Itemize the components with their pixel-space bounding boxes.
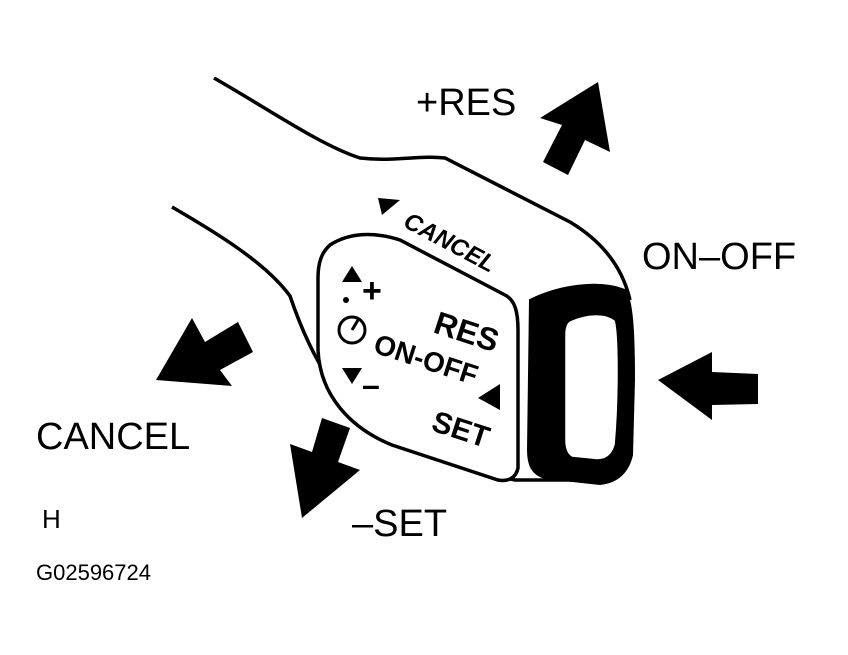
- cancel-triangle-icon: [378, 198, 400, 215]
- arrow-up-right-icon: [540, 82, 610, 175]
- view-letter: H: [42, 504, 61, 534]
- arrow-down-icon: [290, 418, 360, 518]
- up-triangle-icon: [342, 266, 362, 282]
- cancel-callout: CANCEL: [36, 416, 191, 458]
- speedometer-icon: [337, 297, 367, 345]
- arrow-down-left-icon: [156, 318, 253, 386]
- onoff-left-triangle-icon: [478, 384, 500, 410]
- set-minus-callout: –SET: [352, 503, 448, 545]
- figure-code: G02596724: [36, 560, 151, 585]
- stalk-minus-label: –: [362, 367, 380, 403]
- stalk-plus-label: +: [362, 272, 382, 310]
- resume-plus-callout: +RES: [416, 82, 517, 124]
- on-off-callout: ON–OFF: [642, 236, 797, 278]
- onoff-button[interactable]: [562, 312, 621, 462]
- down-triangle-icon: [342, 368, 362, 384]
- stalk-upper-edge: [213, 76, 632, 301]
- stalk-end-face: [316, 232, 520, 483]
- arrow-left-icon: [658, 352, 758, 420]
